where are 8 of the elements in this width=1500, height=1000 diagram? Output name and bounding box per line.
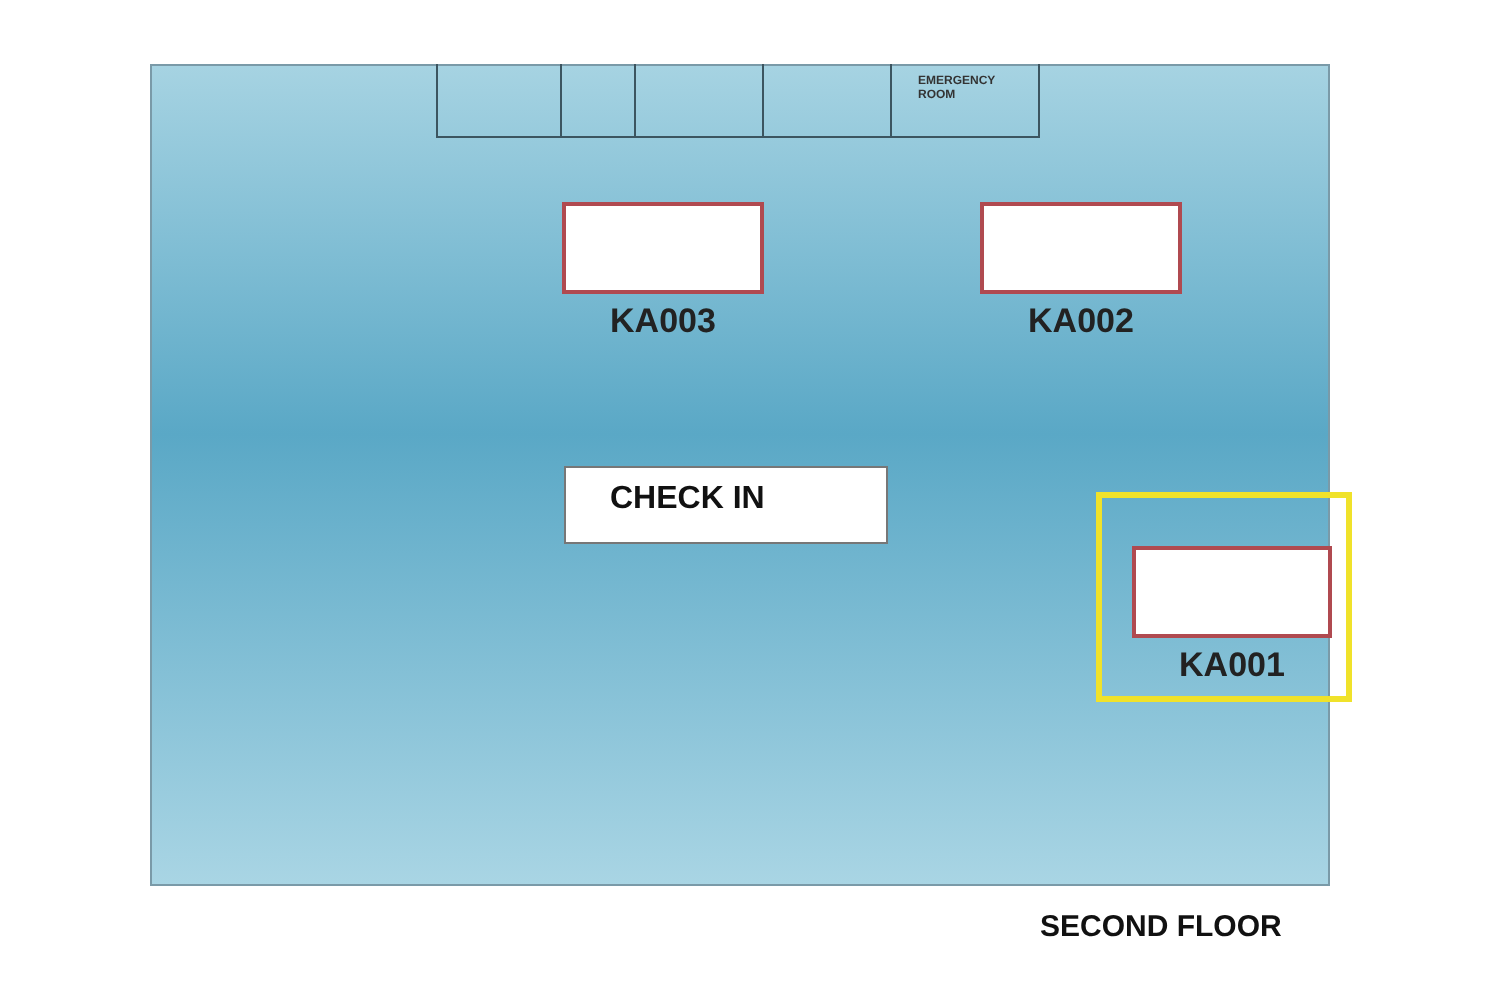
room-label: KA003 — [608, 302, 718, 342]
room-label: KA002 — [1026, 302, 1136, 342]
highlight-frame — [1096, 492, 1352, 702]
room-outline — [890, 64, 1040, 138]
room-label: KA001 — [1177, 646, 1287, 686]
check-in-desk: CHECK IN — [564, 466, 888, 544]
floor-caption: SECOND FLOOR — [1040, 910, 1282, 944]
room-outline — [436, 64, 562, 138]
